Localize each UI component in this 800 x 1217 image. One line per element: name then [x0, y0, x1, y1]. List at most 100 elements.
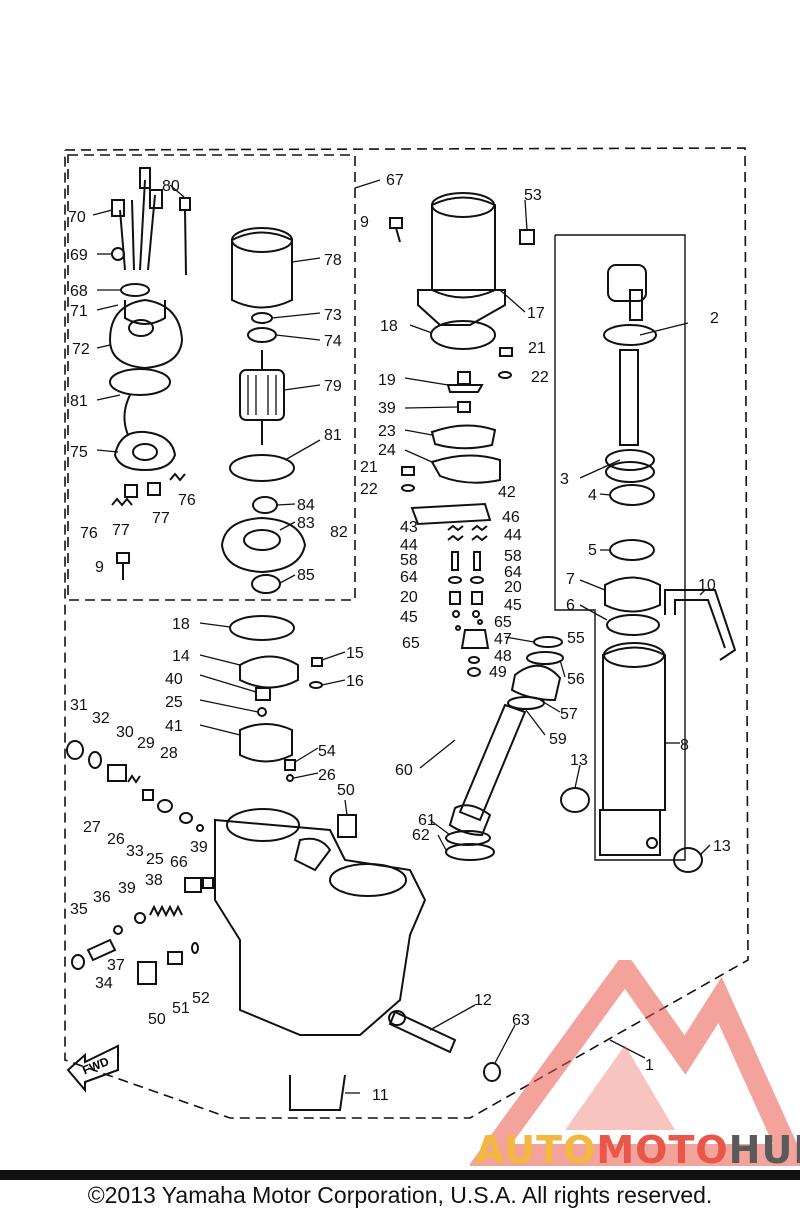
- callout-83: 83: [297, 515, 315, 532]
- callout-85: 85: [297, 567, 315, 584]
- fwd-arrow-icon: [66, 1044, 119, 1093]
- housing-parts: [66, 615, 501, 1111]
- callout-65b: 65: [494, 614, 512, 631]
- callout-81a: 81: [70, 393, 88, 410]
- callout-69: 69: [70, 247, 88, 264]
- callout-31: 31: [70, 697, 88, 714]
- callout-30: 30: [116, 724, 134, 741]
- callout-20a: 20: [400, 589, 418, 606]
- callout-53: 53: [524, 187, 542, 204]
- callout-74: 74: [324, 333, 342, 350]
- reservoir-parts: [389, 192, 564, 861]
- callout-70: 70: [68, 209, 86, 226]
- callout-25b: 25: [146, 851, 164, 868]
- callout-11: 11: [372, 1087, 389, 1104]
- callout-71: 71: [70, 303, 88, 320]
- callout-50b: 50: [148, 1011, 166, 1028]
- watermark-moto: MOTO: [596, 1128, 729, 1172]
- callout-66: 66: [170, 854, 188, 871]
- callout-76a: 76: [80, 525, 98, 542]
- callout-81b: 81: [324, 427, 342, 444]
- callout-20b: 20: [504, 579, 522, 596]
- callout-62: 62: [412, 827, 430, 844]
- callout-57: 57: [560, 706, 578, 723]
- watermark-hub: HUB: [728, 1128, 800, 1172]
- callout-5: 5: [588, 542, 597, 559]
- callout-25a: 25: [165, 694, 183, 711]
- callout-43: 43: [400, 519, 418, 536]
- footer-bar: [0, 1170, 800, 1180]
- callout-78: 78: [324, 252, 342, 269]
- exploded-parts-diagram: 8070696871728175767677779787374798184838…: [64, 147, 749, 1119]
- callout-46: 46: [502, 509, 520, 526]
- callout-17: 17: [527, 305, 545, 322]
- callout-24: 24: [378, 442, 396, 459]
- callout-52: 52: [192, 990, 210, 1007]
- callout-18b: 18: [172, 616, 190, 633]
- callout-6: 6: [566, 597, 575, 614]
- callout-58b: 58: [504, 548, 522, 565]
- callout-36: 36: [93, 889, 111, 906]
- callout-39a: 39: [378, 400, 396, 417]
- callout-63: 63: [512, 1012, 530, 1029]
- callout-67: 67: [386, 172, 404, 189]
- tilt-cylinder-box: [554, 234, 686, 861]
- callout-77b: 77: [152, 510, 170, 527]
- callout-60: 60: [395, 762, 413, 779]
- callout-28: 28: [160, 745, 178, 762]
- callout-61: 61: [418, 812, 436, 829]
- callout-41: 41: [165, 718, 183, 735]
- callout-27: 27: [83, 819, 101, 836]
- callout-26b: 26: [107, 831, 125, 848]
- callout-59: 59: [549, 731, 567, 748]
- callout-26a: 26: [318, 767, 336, 784]
- callout-65a: 65: [402, 635, 420, 652]
- callout-84: 84: [297, 497, 315, 514]
- leader-lines: [92, 179, 711, 1094]
- watermark-auto: AUTO: [475, 1128, 597, 1172]
- callout-21a: 21: [528, 340, 546, 357]
- callout-19: 19: [378, 372, 396, 389]
- callout-79: 79: [324, 378, 342, 395]
- callout-22b: 22: [360, 481, 378, 498]
- callout-64a: 64: [400, 569, 418, 586]
- callout-44b: 44: [504, 527, 522, 544]
- callout-1: 1: [645, 1057, 654, 1074]
- callout-64b: 64: [504, 564, 522, 581]
- callout-7: 7: [566, 571, 575, 588]
- callout-45a: 45: [400, 609, 418, 626]
- callout-10: 10: [698, 577, 716, 594]
- callout-39b: 39: [190, 839, 208, 856]
- callout-73: 73: [324, 307, 342, 324]
- callout-32: 32: [92, 710, 110, 727]
- automotohub-logo-icon: [470, 960, 800, 1166]
- callout-54: 54: [318, 743, 336, 760]
- callout-4: 4: [588, 487, 597, 504]
- callout-13b: 13: [713, 838, 731, 855]
- callout-34: 34: [95, 975, 113, 992]
- callout-8: 8: [680, 737, 689, 754]
- callout-13a: 13: [570, 752, 588, 769]
- callout-23: 23: [378, 423, 396, 440]
- outer-assembly-boundary: [64, 147, 749, 1119]
- callout-21b: 21: [360, 459, 378, 476]
- automotohub-watermark: AUTOMOTOHUB: [475, 1128, 800, 1172]
- callout-77a: 77: [112, 522, 130, 539]
- callout-9b: 9: [360, 214, 369, 231]
- callout-55: 55: [567, 630, 585, 647]
- callout-72: 72: [72, 341, 90, 358]
- callout-39c: 39: [118, 880, 136, 897]
- callout-49: 49: [489, 664, 507, 681]
- callout-45b: 45: [504, 597, 522, 614]
- callout-40: 40: [165, 671, 183, 688]
- callout-51: 51: [172, 1000, 190, 1017]
- callout-37: 37: [107, 957, 125, 974]
- callout-76b: 76: [178, 492, 196, 509]
- callout-58a: 58: [400, 552, 418, 569]
- callout-22a: 22: [531, 369, 549, 386]
- callout-56: 56: [567, 671, 585, 688]
- tilt-cylinder-parts: [560, 264, 737, 873]
- callout-68: 68: [70, 283, 88, 300]
- callout-15: 15: [346, 645, 364, 662]
- callout-75: 75: [70, 444, 88, 461]
